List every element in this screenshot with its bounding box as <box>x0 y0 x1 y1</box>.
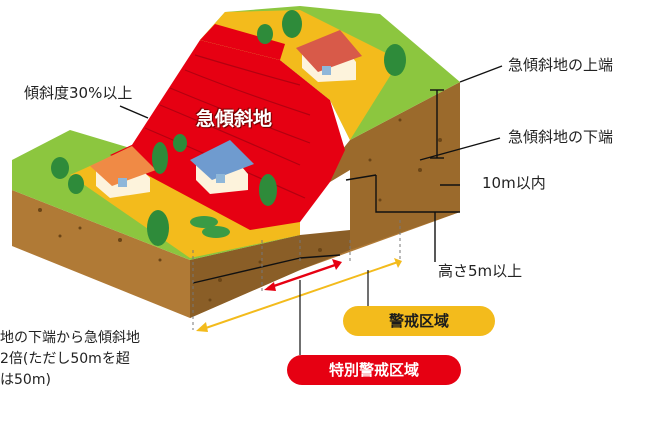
upper-house <box>296 30 362 82</box>
zone-guides <box>192 220 401 330</box>
house-orange-roof <box>90 146 156 198</box>
height-label: 高さ5m以上 <box>438 262 523 280</box>
footnote-line: は50m) <box>0 372 51 388</box>
dimension-lines <box>119 65 503 284</box>
special-zone-badge: 特別警戒区域 <box>287 355 461 385</box>
slope-title: 急傾斜地 <box>196 108 273 130</box>
top-edge-label: 急傾斜地の上端 <box>508 56 614 74</box>
upper-terrace-edge <box>200 24 285 60</box>
gradient-label: 傾斜度30%以上 <box>24 84 133 102</box>
range-footnote: 地の下端から急傾斜地 2倍(ただし50mを超 は50m) <box>0 328 140 391</box>
soil-right-face <box>330 82 460 250</box>
special-zone-arrow <box>264 259 342 291</box>
trees <box>51 10 406 246</box>
steep-slope <box>130 40 345 222</box>
caution-zone-arrow <box>196 258 402 332</box>
soil-texture <box>38 118 442 302</box>
caution-zone-badge: 警戒区域 <box>343 306 495 336</box>
house-blue-roof <box>190 140 254 194</box>
bottom-edge-label: 急傾斜地の下端 <box>508 128 614 146</box>
footnote-line: 地の下端から急傾斜地 <box>0 330 140 346</box>
within-10m-label: 10m以内 <box>482 174 546 192</box>
footnote-line: 2倍(ただし50mを超 <box>0 351 130 367</box>
soil-lower-step <box>190 230 350 318</box>
